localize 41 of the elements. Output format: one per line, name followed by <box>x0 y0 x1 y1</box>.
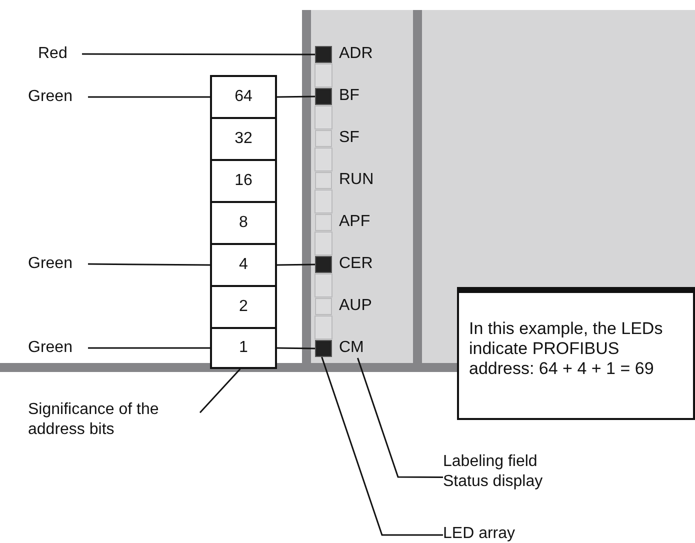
color-label: Green <box>28 338 88 358</box>
leader-line <box>82 53 315 56</box>
callout-label: Significance of the address bits <box>28 400 200 442</box>
leader-line <box>88 347 210 349</box>
callout-label: LED array <box>443 524 533 543</box>
leader-line <box>276 96 316 98</box>
led-label: CER <box>339 254 373 274</box>
color-label: Green <box>28 254 88 274</box>
bit-value-cell: 1 <box>210 327 277 369</box>
led-indicator <box>315 130 332 147</box>
leader-line <box>321 356 443 536</box>
bit-value-cell: 64 <box>210 75 277 119</box>
led-label: RUN <box>339 170 374 190</box>
color-label: Green <box>28 87 88 107</box>
bit-value-cell: 16 <box>210 159 277 203</box>
led-indicator <box>315 214 332 231</box>
led-indicator <box>315 172 332 189</box>
led-label: ADR <box>339 44 373 64</box>
led-indicator <box>315 88 332 105</box>
bit-value-cell: 2 <box>210 285 277 329</box>
bit-value-cell: 32 <box>210 117 277 161</box>
note-box: In this example, the LEDs indicate PROFIBUS address: 64 + 4 + 1 = 69 <box>457 287 695 420</box>
led-label: BF <box>339 86 360 106</box>
led-indicator <box>315 256 332 273</box>
leader-line <box>88 96 210 98</box>
leader-line <box>276 264 316 266</box>
led-label: CM <box>339 338 373 358</box>
led-label: APF <box>339 212 370 232</box>
color-label: Red <box>38 44 82 64</box>
led-label: AUP <box>339 296 372 316</box>
led-indicator <box>315 46 332 63</box>
leader-line <box>356 358 443 478</box>
led-label: SF <box>339 128 360 148</box>
led-indicator <box>315 340 332 357</box>
bit-value-cell: 8 <box>210 201 277 245</box>
callout-label: Labeling field Status display <box>443 452 583 494</box>
led-indicator <box>315 298 332 315</box>
bit-value-cell: 4 <box>210 243 277 287</box>
leader-line <box>276 347 316 350</box>
leader-line <box>199 368 241 414</box>
leader-line <box>88 263 210 266</box>
